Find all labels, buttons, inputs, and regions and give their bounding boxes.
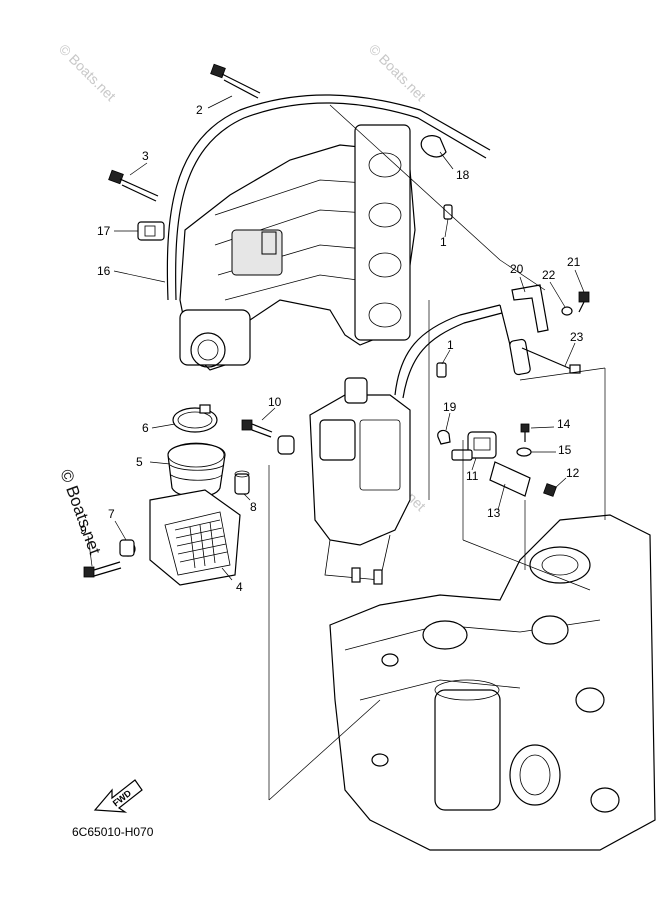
- fuel-pump-assembly: [309, 377, 411, 585]
- hose-clamp-17: [137, 221, 165, 241]
- screw-14: [520, 423, 530, 442]
- callout-16: 16: [97, 264, 111, 278]
- fuel-hose: [394, 304, 531, 399]
- callout-1-lower: 1: [447, 338, 454, 352]
- intake-hose-5: [167, 442, 226, 498]
- silencer-grille: [174, 519, 228, 569]
- callout-12: 12: [566, 466, 580, 480]
- engine-block: [329, 514, 656, 851]
- callout-7: 7: [108, 507, 115, 521]
- watermark-top-left: © Boats.net: [56, 41, 119, 104]
- callout-21: 21: [567, 255, 581, 269]
- callout-9: 9: [80, 523, 87, 537]
- callout-14: 14: [557, 417, 571, 431]
- callout-11: 11: [466, 469, 479, 483]
- leader-lines: [87, 95, 606, 801]
- callout-15: 15: [558, 443, 572, 457]
- callout-4: 4: [236, 580, 243, 594]
- clip-19: [437, 429, 451, 445]
- bolt-3: [108, 169, 159, 202]
- clamp-6: [172, 404, 218, 433]
- washer-22: [561, 306, 573, 316]
- callout-6: 6: [142, 421, 149, 435]
- callout-22: 22: [542, 268, 556, 282]
- drawing-code: 6C65010-H070: [72, 825, 154, 839]
- callout-3: 3: [142, 149, 149, 163]
- watermark-left-side: © Boats.net: [56, 467, 104, 557]
- watermark-top-center: © Boats.net: [366, 41, 429, 104]
- intake-manifold: [166, 94, 491, 371]
- callout-10: 10: [268, 395, 282, 409]
- callouts: 2 3 17 16 18 1 1 6 5 7 9 4 8 10 19 11 13…: [80, 103, 584, 594]
- bolt-12: [543, 483, 557, 497]
- screw-21: [578, 291, 590, 313]
- bolt-2: [210, 63, 261, 99]
- clip-18: [420, 135, 447, 158]
- callout-5: 5: [136, 455, 143, 469]
- callout-13: 13: [487, 506, 501, 520]
- grommet-7: [119, 539, 135, 557]
- callout-18: 18: [456, 168, 470, 182]
- bracket-13: [489, 461, 531, 497]
- callout-1-upper: 1: [440, 235, 447, 249]
- cable-tie-23: [521, 347, 581, 374]
- bracket-20: [511, 284, 549, 333]
- grommet-10: [277, 435, 295, 455]
- collar-8: [234, 470, 250, 495]
- callout-20: 20: [510, 262, 524, 276]
- bolt-9: [83, 561, 122, 578]
- callout-23: 23: [570, 330, 584, 344]
- fwd-arrow-icon: FWD: [93, 779, 143, 813]
- silencer-4: [120, 489, 241, 586]
- washer-15: [516, 447, 532, 457]
- sensor-11: [451, 431, 497, 461]
- callout-8: 8: [250, 500, 257, 514]
- pin-1-upper: [443, 204, 453, 220]
- callout-17: 17: [97, 224, 111, 238]
- pin-1-lower: [436, 362, 447, 378]
- callout-19: 19: [443, 400, 457, 414]
- callout-2: 2: [196, 103, 203, 117]
- bolt-10: [241, 419, 273, 438]
